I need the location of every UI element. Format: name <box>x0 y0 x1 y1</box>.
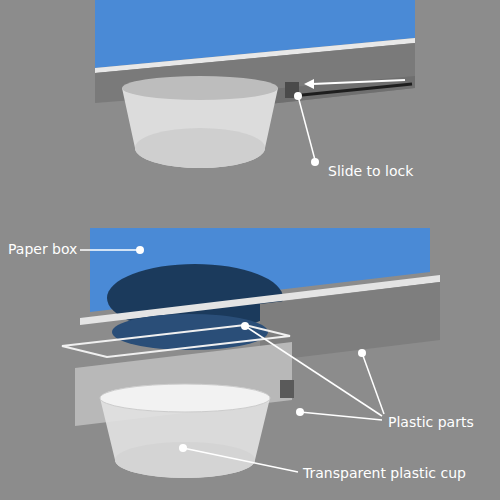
arrow <box>312 80 405 84</box>
part-label: Slide to lock <box>328 163 413 180</box>
plate-underside <box>95 43 415 105</box>
part-label: Paper box <box>8 241 77 258</box>
plate-slide <box>260 76 415 105</box>
leader-dot <box>241 322 249 330</box>
cup-bottom <box>115 442 255 478</box>
leader-line <box>183 448 298 472</box>
leader-line <box>300 412 382 420</box>
slider-knob <box>280 380 294 398</box>
leader-dot <box>294 92 302 100</box>
leader-dot <box>358 349 366 357</box>
leader-dot <box>136 246 144 254</box>
cup-rim <box>100 384 270 412</box>
leader-line <box>298 96 315 160</box>
cup-rim <box>122 76 278 100</box>
leader-dot <box>296 408 304 416</box>
leader-line <box>80 249 140 251</box>
arrow-head <box>304 79 314 89</box>
leader-dot <box>311 158 319 166</box>
part-label: Plastic parts <box>388 414 474 431</box>
leader-dot <box>179 444 187 452</box>
leader-line <box>362 353 384 414</box>
part-label: Transparent plastic cup <box>303 465 466 482</box>
leader-line <box>245 326 382 416</box>
cup-bottom <box>135 128 265 168</box>
